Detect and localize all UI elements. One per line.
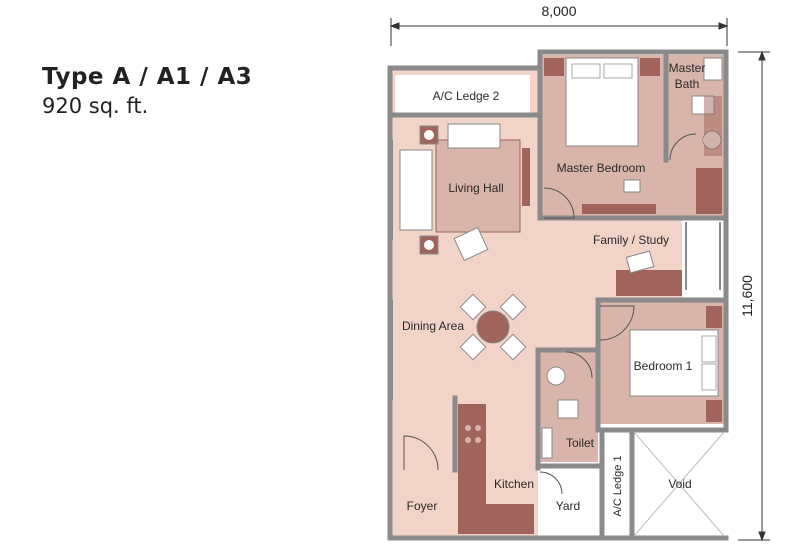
room-label-family-study: Family / Study (593, 233, 669, 247)
toilet-bowl-icon (557, 399, 579, 419)
toilet-door-icon (565, 351, 593, 379)
room-label-kitchen: Kitchen (494, 477, 534, 491)
tv-console-icon (522, 148, 530, 206)
toilet-fixtures (541, 366, 579, 459)
pillow-icon (701, 363, 717, 391)
bedroom-1-furniture (629, 306, 722, 422)
room-label-master-bedroom: Master Bedroom (557, 161, 646, 175)
door-swings (403, 133, 697, 495)
room-label-ac-ledge-1: A/C Ledge 1 (612, 455, 624, 516)
room-label-dining-area: Dining Area (402, 319, 464, 333)
dining-chair-icon (459, 333, 487, 361)
room-label-yard: Yard (556, 499, 580, 513)
room-label-ac-ledge-2: A/C Ledge 2 (433, 89, 500, 103)
stove-burner-icon (465, 425, 471, 431)
wardrobe-icon (582, 204, 656, 214)
basin-icon (546, 366, 566, 386)
unit-area: 920 sq. ft. (42, 94, 149, 118)
room-label-foyer: Foyer (407, 499, 438, 513)
nightstand-icon (640, 58, 660, 76)
dining-chair-icon (459, 293, 487, 321)
dining-chair-icon (499, 293, 527, 321)
dresser-icon (696, 168, 722, 214)
nightstand-icon (706, 306, 722, 328)
plan-title-block: Type A / A1 / A3 920 sq. ft. (42, 64, 252, 118)
lounge-chair-icon (453, 226, 489, 262)
shower-tray-icon (541, 427, 553, 459)
pillow-icon (603, 63, 633, 79)
yard-floor (538, 468, 602, 538)
room-label-void: Void (668, 477, 691, 491)
width-dimension-label: 8,000 (541, 3, 576, 19)
walls (387, 49, 729, 541)
void-hatch (633, 431, 725, 537)
sofa-icon (399, 149, 433, 231)
stove-burner-icon (475, 425, 481, 431)
vanity-counter (704, 96, 722, 156)
kitchen-counter (458, 404, 486, 534)
kitchen-counter (486, 504, 534, 534)
master-bedroom-furniture (544, 57, 722, 214)
unit-type-title: Type A / A1 / A3 (42, 64, 253, 90)
nightstand-icon (544, 58, 564, 76)
width-dimension (389, 18, 729, 46)
dining-chair-icon (499, 333, 527, 361)
family-study-furniture (616, 250, 682, 296)
corridor-floor (538, 300, 598, 348)
room-label-toilet: Toilet (566, 436, 595, 450)
room-label-bedroom-1: Bedroom 1 (634, 359, 693, 373)
yard-door-icon (539, 471, 563, 495)
ac-ledge-2-floor (395, 75, 530, 113)
master-bath-door-icon (669, 133, 697, 161)
pillow-icon (701, 335, 717, 363)
pillow-icon (571, 63, 601, 79)
room-label-master-bath-line1: Master (669, 61, 706, 75)
foyer-floor (390, 470, 452, 538)
stove-burner-icon (475, 437, 481, 443)
study-chair-icon (625, 250, 655, 274)
window-lines (391, 140, 721, 400)
bedroom-1-door-icon (599, 305, 635, 341)
height-dimension-label: 11,600 (739, 275, 755, 317)
foyer-door-icon (403, 435, 439, 471)
stove-burner-icon (465, 437, 471, 443)
ac-ledge-1-floor (602, 430, 632, 538)
master-bath-fixtures (691, 57, 723, 156)
study-desk-icon (616, 270, 682, 296)
shower-icon (703, 57, 723, 81)
chair-icon (623, 179, 641, 193)
dining-table-icon (476, 310, 510, 344)
room-label-living-hall: Living Hall (448, 181, 503, 195)
kitchen-fixtures (458, 404, 534, 534)
armchair-sofa-icon (447, 123, 501, 149)
dining-furniture (459, 293, 527, 361)
nightstand-icon (706, 400, 722, 422)
room-label-master-bath-line2: Bath (675, 77, 700, 91)
living-hall-furniture (399, 123, 530, 262)
master-bedroom-door-icon (543, 187, 575, 219)
living-rug (435, 139, 521, 233)
height-dimension (738, 50, 770, 542)
